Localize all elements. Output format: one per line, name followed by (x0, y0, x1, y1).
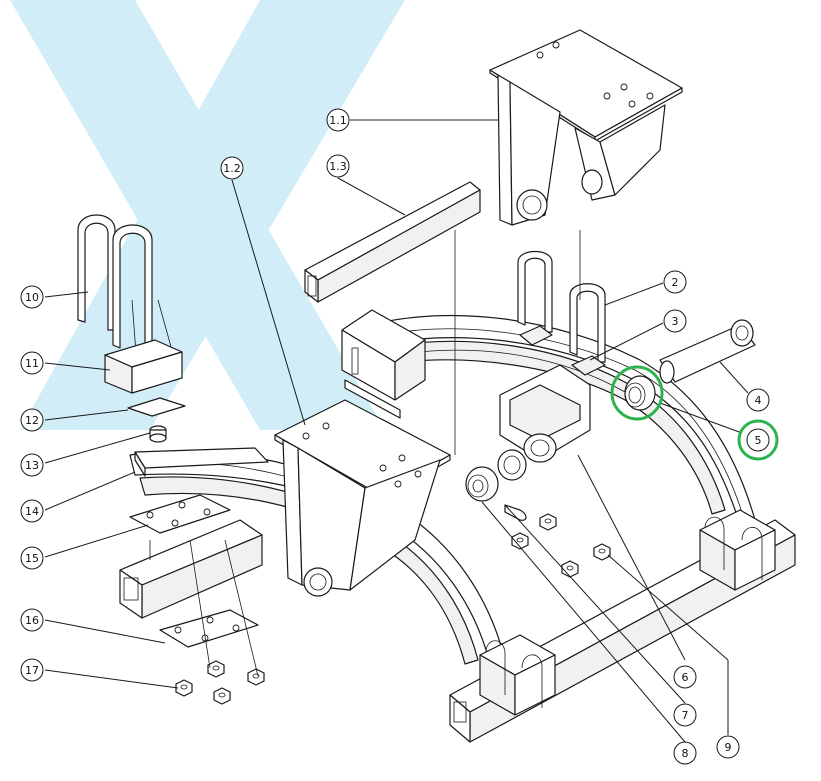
callout-label: 5 (755, 434, 762, 447)
spring-top-leaf (134, 447, 269, 477)
callouts: 1.1 1.2 1.3 2 3 4 5 6 (20, 108, 770, 765)
highlight-ring-part (610, 365, 664, 421)
callout-6: 6 (673, 665, 697, 689)
callout-label: 4 (755, 394, 762, 407)
callout-label: 1.1 (329, 114, 347, 127)
hanger-bracket-lower (274, 399, 451, 597)
bushing-highlighted (624, 375, 656, 411)
nut-17 (175, 679, 193, 697)
retaining-clip (504, 504, 527, 521)
callout-15: 15 (20, 546, 44, 570)
nut-16c (213, 687, 231, 705)
callout-label: 14 (25, 505, 39, 518)
callout-label: 6 (682, 671, 689, 684)
callout-label: 15 (25, 552, 39, 565)
callout-9: 9 (716, 735, 740, 759)
nut-6 (561, 560, 579, 578)
callout-label: 9 (725, 741, 732, 754)
callout-label: 13 (25, 459, 39, 472)
callout-label: 8 (682, 747, 689, 760)
callout-14: 14 (20, 499, 44, 523)
highlight-rings (610, 365, 779, 461)
nut-16b (247, 668, 265, 686)
callout-label: 1.3 (329, 160, 347, 173)
nut-9b (593, 543, 611, 561)
highlight-ring-callout (737, 419, 779, 461)
axle-clamp-left (479, 634, 556, 716)
callout-label: 11 (25, 357, 39, 370)
callout-label: 2 (672, 276, 679, 289)
equalizer-rocker (499, 364, 591, 463)
spring-saddle (104, 339, 183, 394)
spring-plate-bottom (159, 609, 259, 648)
callout-3: 3 (663, 309, 687, 333)
callout-7: 7 (673, 703, 697, 727)
callout-label: 12 (25, 414, 39, 427)
callout-label: 10 (25, 291, 39, 304)
callout-13: 13 (20, 453, 44, 477)
square-tube-crossmember (304, 181, 481, 303)
callout-label: 16 (25, 614, 39, 627)
callout-label: 7 (682, 709, 689, 722)
bushing-6 (497, 449, 527, 481)
callout-5: 5 (746, 428, 770, 452)
callout-1-1: 1.1 (326, 108, 350, 132)
callout-10: 10 (20, 285, 44, 309)
callout-16: 16 (20, 608, 44, 632)
nut-7 (511, 532, 529, 550)
leader-lines (44, 119, 749, 743)
spring-spacer (149, 425, 167, 443)
callout-label: 1.2 (223, 162, 241, 175)
nut-9a (539, 513, 557, 531)
callout-label: 17 (25, 664, 39, 677)
callout-11: 11 (20, 351, 44, 375)
bushing-8 (465, 466, 499, 502)
spring-plate-top (129, 494, 231, 534)
callout-4: 4 (746, 388, 770, 412)
nuts (175, 513, 611, 705)
front-square-tube (119, 519, 263, 619)
hanger-bracket-upper (489, 29, 683, 226)
callout-17: 17 (20, 658, 44, 682)
callout-label: 3 (672, 315, 679, 328)
nut-16a (207, 660, 225, 678)
spacer-plate (127, 397, 186, 417)
callout-8: 8 (673, 741, 697, 765)
callout-1-2: 1.2 (220, 156, 244, 180)
callout-12: 12 (20, 408, 44, 432)
spring-hanger-rear-left (341, 309, 426, 419)
callout-2: 2 (663, 270, 687, 294)
axle-clamp-right (699, 509, 776, 591)
pivot-shaft (659, 319, 756, 384)
callout-1-3: 1.3 (326, 154, 350, 178)
